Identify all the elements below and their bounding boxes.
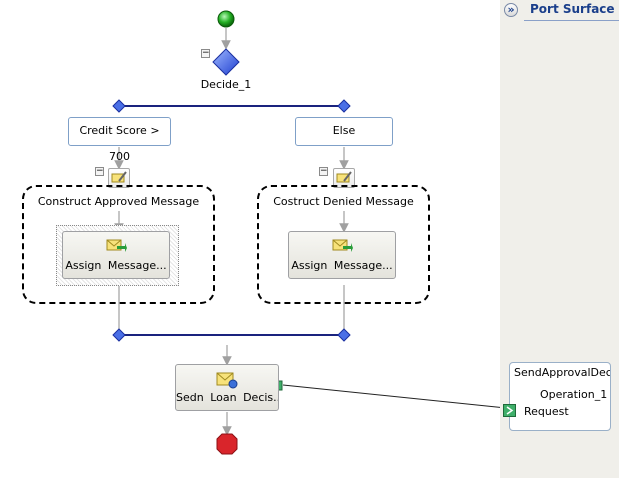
scope-left-label: Construct Approved Message <box>37 195 200 208</box>
end-shape[interactable] <box>216 433 238 455</box>
assign-left-shape[interactable]: Assign Message... <box>62 231 170 279</box>
scope-right[interactable]: Costruct Denied Message <box>257 185 430 304</box>
scope-right-icon <box>333 168 355 188</box>
decide-label: Decide_1 <box>200 78 252 91</box>
port-surface-title: Port Surface <box>530 2 615 16</box>
decide-collapse-button[interactable]: − <box>201 48 210 58</box>
branch-join-left-diamond <box>112 328 126 342</box>
assign-message-icon <box>331 236 353 257</box>
scope-left-collapse-button[interactable]: − <box>95 166 104 176</box>
send-shape[interactable]: Sedn Loan Decis... <box>175 364 279 411</box>
assign-left-label: Assign Message... <box>65 259 167 272</box>
port-operation[interactable]: Operation_1 <box>540 388 608 401</box>
port-request-icon <box>503 404 516 417</box>
branch-join-right-diamond <box>337 328 351 342</box>
send-message-icon <box>216 371 238 392</box>
construct-message-icon <box>111 171 127 183</box>
port-request-label[interactable]: Request <box>524 405 569 418</box>
port-shape[interactable]: SendApprovalDec... Operation_1 Request <box>503 362 611 431</box>
branch-split-right-diamond <box>337 99 351 113</box>
assign-message-icon <box>105 236 127 257</box>
branch-left-condition[interactable]: Credit Score > 700 <box>68 117 171 163</box>
assign-right-label: Assign Message... <box>291 259 393 272</box>
construct-message-icon <box>336 171 352 183</box>
assign-right-shape[interactable]: Assign Message... <box>288 231 396 279</box>
branch-split-left-diamond <box>112 99 126 113</box>
start-shape[interactable] <box>217 10 235 28</box>
port-surface-title-underline <box>524 20 619 21</box>
decide-shape[interactable] <box>212 48 240 76</box>
scope-right-label: Costruct Denied Message <box>273 195 414 208</box>
scope-right-collapse-button[interactable]: − <box>319 166 328 176</box>
scope-left-icon <box>108 168 130 188</box>
port-name: SendApprovalDec... <box>514 366 610 379</box>
port-surface-expand-button[interactable]: » <box>504 3 518 17</box>
send-label: Sedn Loan Decis... <box>176 391 278 404</box>
branch-right-condition[interactable]: Else <box>295 117 393 146</box>
scope-left[interactable]: Construct Approved Message <box>22 185 215 304</box>
